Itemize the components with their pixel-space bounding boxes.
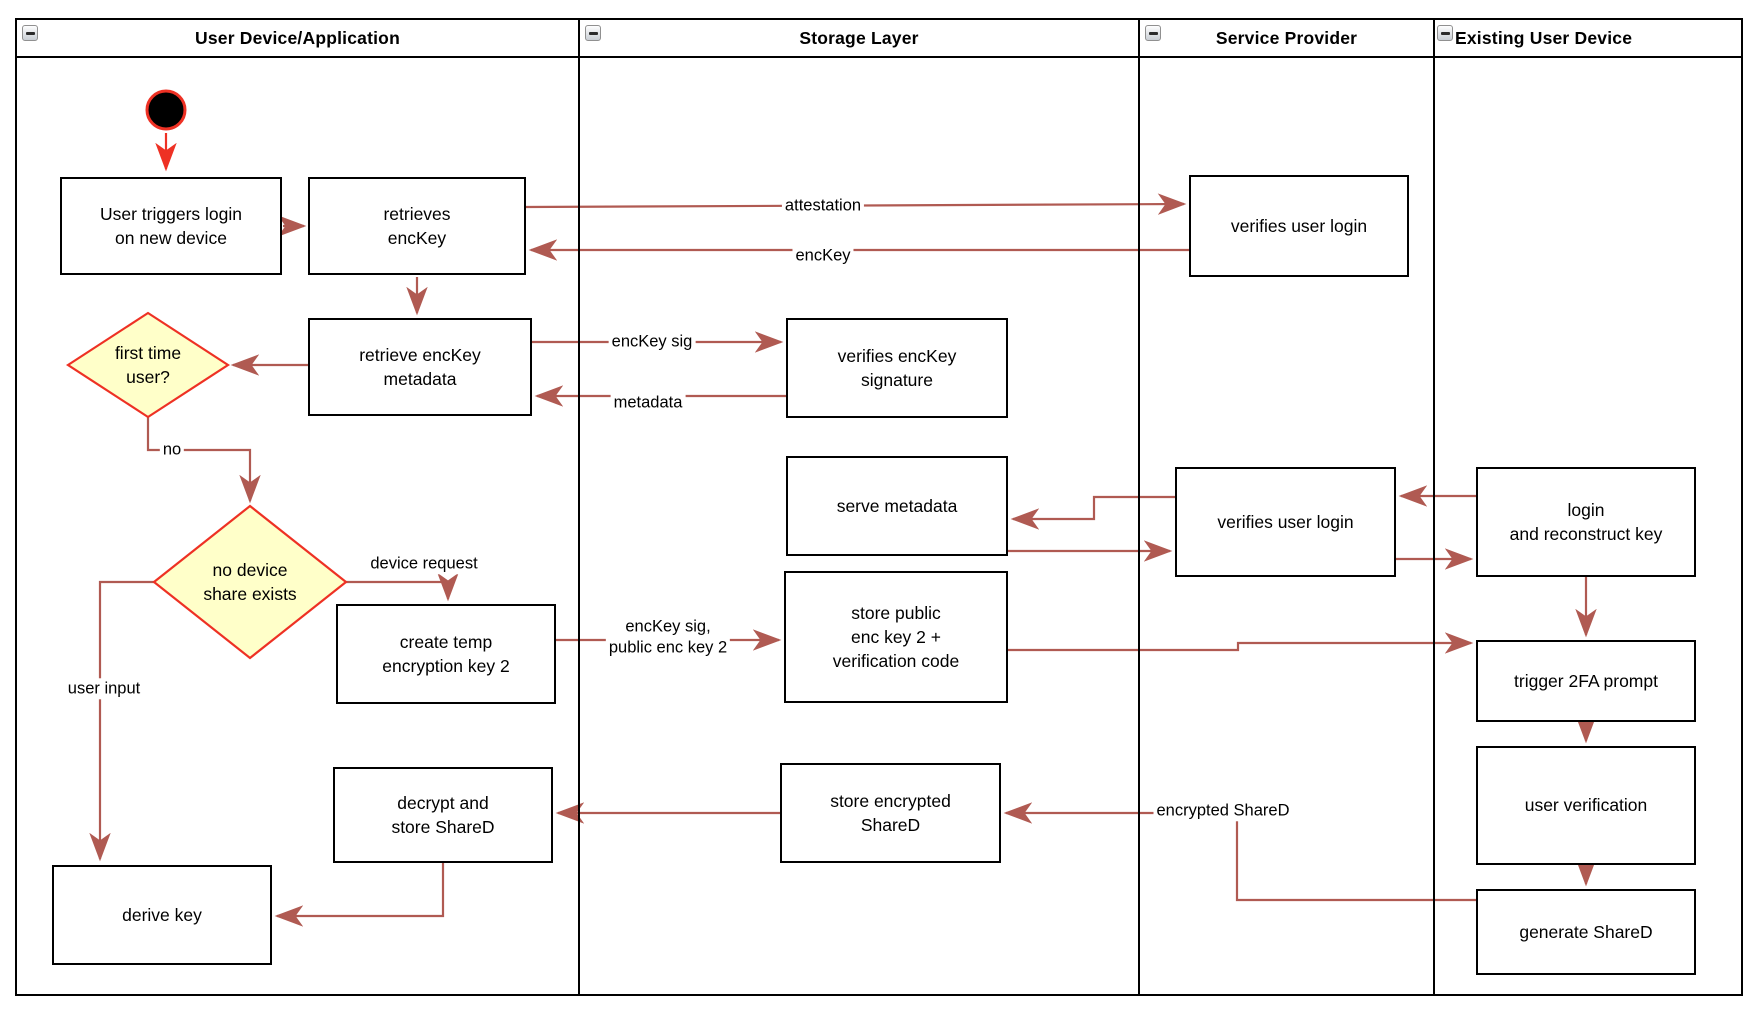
minus-icon xyxy=(1440,31,1450,35)
node-derive-key[interactable]: derive key xyxy=(52,865,272,965)
decision-first-time-user-label: first time user? xyxy=(114,342,182,387)
node-create-temp-encryption-key-2[interactable]: create temp encryption key 2 xyxy=(336,604,556,704)
node-store-encrypted-shared[interactable]: store encrypted ShareD xyxy=(780,763,1001,863)
edge-label-enckey-sig-public[interactable]: encKey sig, public enc key 2 xyxy=(605,616,731,660)
edge-no-branch[interactable] xyxy=(146,417,261,504)
edge-label-attestation[interactable]: attestation xyxy=(781,195,865,217)
node-login-and-reconstruct-key[interactable]: login and reconstruct key xyxy=(1476,467,1696,577)
lane-title: User Device/Application xyxy=(195,27,400,48)
edge-label-user-input[interactable]: user input xyxy=(64,678,144,700)
node-verifies-enckey-signature[interactable]: verifies encKey signature xyxy=(786,318,1008,418)
node-retrieves-enckey[interactable]: retrieves encKey xyxy=(308,177,526,275)
edge-user-input[interactable] xyxy=(89,580,154,862)
edge-device-request[interactable] xyxy=(346,572,459,602)
edge-label-enckey-sig[interactable]: encKey sig xyxy=(608,331,696,353)
edge-storepublic-to-2fa[interactable] xyxy=(1008,632,1474,654)
lane-header-service-provider[interactable]: Service Provider xyxy=(1138,18,1435,58)
node-user-verification[interactable]: user verification xyxy=(1476,746,1696,865)
node-decrypt-and-store-shared[interactable]: decrypt and store ShareD xyxy=(333,767,553,863)
edge-decrypt-to-derive[interactable] xyxy=(274,863,445,927)
node-trigger-2fa-prompt[interactable]: trigger 2FA prompt xyxy=(1476,640,1696,722)
edge-label-enckey[interactable]: encKey xyxy=(792,245,854,267)
decision-first-time-user[interactable] xyxy=(65,311,231,419)
node-verifies-user-login-2[interactable]: verifies user login xyxy=(1175,467,1396,577)
node-user-triggers-login[interactable]: User triggers login on new device xyxy=(60,177,282,275)
collapse-lane-icon[interactable] xyxy=(1145,25,1161,41)
edge-label-metadata[interactable]: metadata xyxy=(610,392,686,414)
collapse-lane-icon[interactable] xyxy=(1437,25,1453,41)
node-verifies-user-login-1[interactable]: verifies user login xyxy=(1189,175,1409,277)
minus-icon xyxy=(1148,31,1158,35)
node-serve-metadata[interactable]: serve metadata xyxy=(786,456,1008,556)
lane-title: Storage Layer xyxy=(799,27,919,48)
node-retrieve-enckey-metadata[interactable]: retrieve encKey metadata xyxy=(308,318,532,416)
edge-label-encrypted-shared[interactable]: encrypted ShareD xyxy=(1153,800,1293,822)
node-generate-shared[interactable]: generate ShareD xyxy=(1476,889,1696,975)
minus-icon xyxy=(25,31,35,35)
lane-header-user-device[interactable]: User Device/Application xyxy=(15,18,580,58)
lane-existing-user-device xyxy=(1433,56,1743,996)
edge-encrypted-shared[interactable] xyxy=(1003,802,1476,902)
decision-no-device-share[interactable] xyxy=(152,504,348,660)
lane-title: Service Provider xyxy=(1215,27,1358,48)
edge-verifies2-to-servemetadata[interactable] xyxy=(1010,495,1175,530)
edge-label-device-request[interactable]: device request xyxy=(367,553,481,575)
edge-label-no[interactable]: no xyxy=(159,439,185,461)
decision-no-device-share-label: no device share exists xyxy=(203,559,297,604)
lane-header-storage-layer[interactable]: Storage Layer xyxy=(578,18,1140,58)
lane-title: Existing User Device xyxy=(1455,27,1633,48)
start-node[interactable] xyxy=(145,89,187,131)
minus-icon xyxy=(588,31,598,35)
lane-header-existing-user-device[interactable]: Existing User Device xyxy=(1433,18,1743,58)
node-store-public-enc-key-2[interactable]: store public enc key 2 + verification co… xyxy=(784,571,1008,703)
collapse-lane-icon[interactable] xyxy=(585,25,601,41)
collapse-lane-icon[interactable] xyxy=(22,25,38,41)
